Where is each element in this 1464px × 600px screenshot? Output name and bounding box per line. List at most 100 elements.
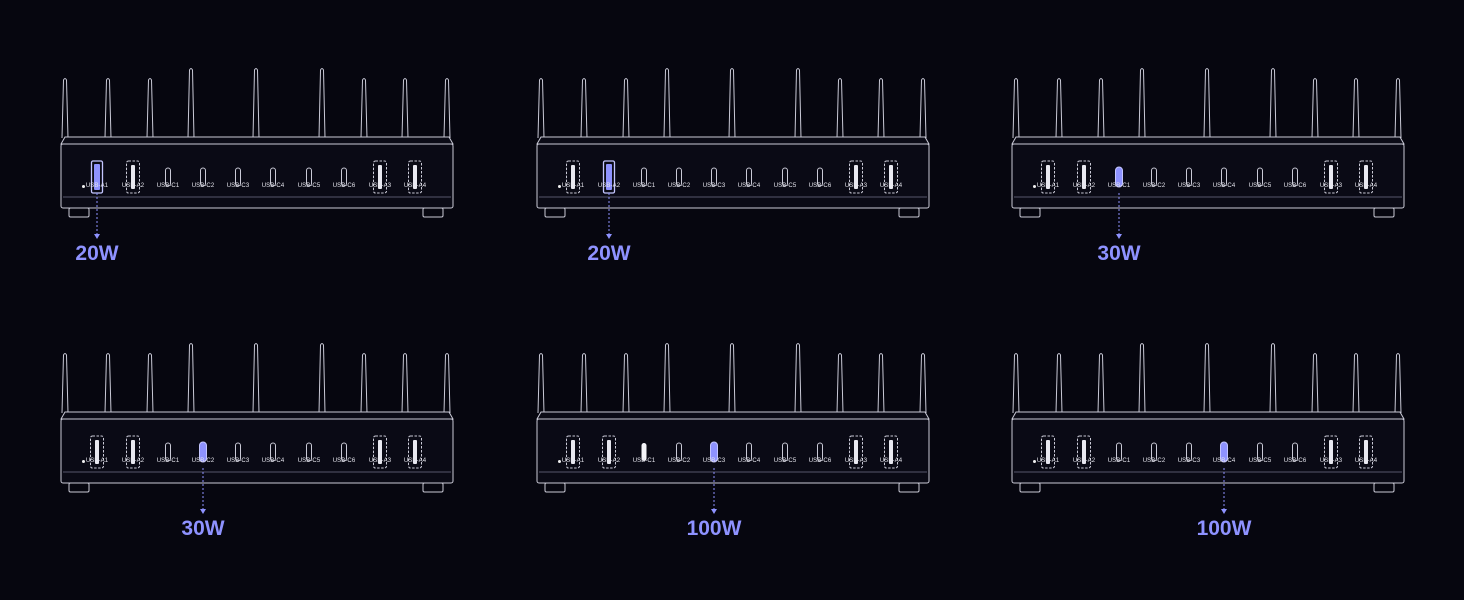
- usb-c-port: [165, 442, 171, 462]
- charger-foot: [68, 482, 90, 493]
- port-label: USB-A4: [879, 458, 903, 464]
- divider-fin: [537, 353, 545, 414]
- divider-fin: [1311, 353, 1319, 414]
- usb-a-port-outline: [1041, 160, 1055, 194]
- divider-fin: [919, 78, 927, 139]
- usb-a-port-outline: [1324, 435, 1338, 469]
- divider-fin: [252, 343, 260, 414]
- divider-fin: [104, 353, 112, 414]
- charger-drawing: [536, 68, 930, 239]
- divider-fin: [443, 78, 451, 139]
- wattage-label: 30W: [1097, 242, 1141, 265]
- charger-drawing: [60, 68, 454, 239]
- port-label: USB-C6: [332, 183, 356, 189]
- divider-fin: [836, 78, 844, 139]
- divider-fin: [877, 78, 885, 139]
- usb-c-port: [341, 167, 347, 187]
- divider-fin: [104, 78, 112, 139]
- usb-a-port: [378, 165, 382, 189]
- port-label: USB-C2: [1142, 458, 1166, 464]
- charger-lid: [60, 411, 454, 420]
- port-label: USB-A3: [368, 458, 392, 464]
- port-label: USB-A2: [121, 183, 145, 189]
- indicator-arrow: [711, 509, 717, 514]
- port-label: USB-A1: [561, 458, 585, 464]
- power-led-icon: [82, 185, 85, 188]
- divider-fin: [61, 78, 69, 139]
- port-label: USB-A4: [403, 458, 427, 464]
- port-label: USB-C6: [332, 458, 356, 464]
- charger-drawing: [1011, 68, 1405, 239]
- indicator-arrow: [94, 234, 100, 239]
- port-label: USB-C4: [261, 458, 285, 464]
- usb-c-port: [306, 442, 312, 462]
- usb-c-port: [1292, 167, 1298, 187]
- port-label: USB-A2: [121, 458, 145, 464]
- usb-c-port: [306, 167, 312, 187]
- divider-fin: [360, 353, 368, 414]
- usb-c-port: [1221, 167, 1227, 187]
- charger-foot: [1373, 482, 1395, 493]
- port-label: USB-C4: [1212, 183, 1236, 189]
- usb-a-port: [571, 440, 575, 464]
- usb-a-port: [1364, 440, 1368, 464]
- port-label: USB-C2: [667, 458, 691, 464]
- port-label: USB-A3: [844, 183, 868, 189]
- port-label: USB-A3: [844, 458, 868, 464]
- charger-body: [1011, 418, 1405, 484]
- usb-a-port-outline: [408, 160, 422, 194]
- charger-lid: [1011, 136, 1405, 145]
- usb-c-port: [270, 167, 276, 187]
- usb-c-port: [746, 167, 752, 187]
- power-led-icon: [558, 460, 561, 463]
- divider-fin: [318, 343, 326, 414]
- power-led-icon: [558, 185, 561, 188]
- port-label: USB-C4: [261, 183, 285, 189]
- divider-fin: [663, 343, 671, 414]
- indicator-arrow: [606, 234, 612, 239]
- divider-fin: [252, 68, 260, 139]
- charger-body: [536, 143, 930, 209]
- divider-fin: [187, 343, 195, 414]
- usb-a-port: [571, 165, 575, 189]
- indicator-arrow: [200, 509, 206, 514]
- usb-a-port: [1329, 165, 1333, 189]
- usb-c-port-lit: [641, 443, 647, 461]
- wattage-label: 20W: [75, 242, 119, 265]
- port-label: USB-C3: [226, 183, 250, 189]
- divider-fin: [877, 353, 885, 414]
- port-glow: [606, 164, 612, 190]
- port-glow: [94, 164, 100, 190]
- indicator-arrow: [1221, 509, 1227, 514]
- divider-fin: [537, 78, 545, 139]
- charger-foot: [1373, 207, 1395, 218]
- port-label: USB-C1: [632, 458, 656, 464]
- divider-fin: [728, 343, 736, 414]
- usb-a-port-outline: [849, 160, 863, 194]
- usb-a-port-outline: [373, 160, 387, 194]
- port-label: USB-A1: [85, 458, 109, 464]
- port-label: USB-C6: [1283, 183, 1307, 189]
- divider-fin: [443, 353, 451, 414]
- indicator-arrow: [1116, 234, 1122, 239]
- charger-body: [536, 418, 930, 484]
- usb-a-port: [1082, 440, 1086, 464]
- usb-c-port: [782, 167, 788, 187]
- port-label: USB-C5: [297, 183, 321, 189]
- divider-fin: [622, 353, 630, 414]
- charger-foot: [68, 207, 90, 218]
- wattage-label: 100W: [686, 517, 742, 540]
- usb-c-port: [200, 167, 206, 187]
- divider-fin: [146, 78, 154, 139]
- charger-body: [60, 418, 454, 484]
- divider-fin: [1203, 68, 1211, 139]
- port-label: USB-A4: [1354, 183, 1378, 189]
- usb-c-port: [1151, 442, 1157, 462]
- usb-a-port: [131, 165, 135, 189]
- charger-body: [1011, 143, 1405, 209]
